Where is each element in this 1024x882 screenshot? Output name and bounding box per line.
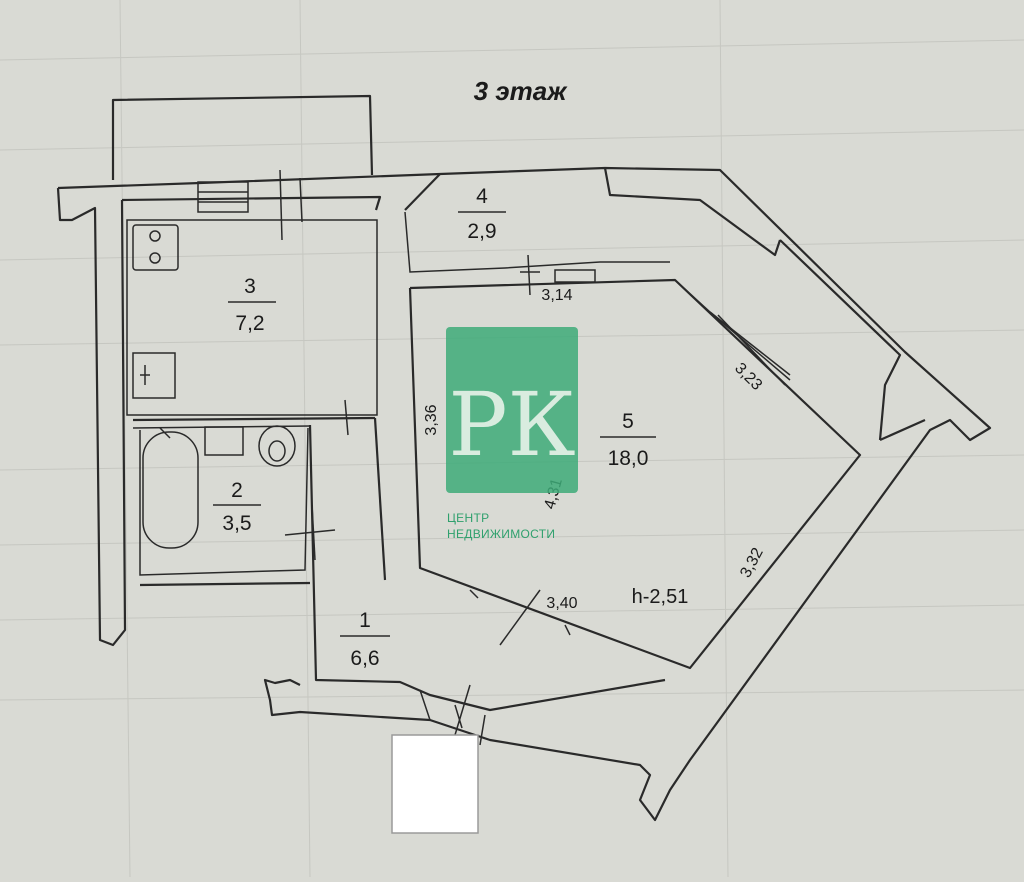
room-1-area: 6,6 (350, 647, 379, 670)
logo-badge (446, 327, 578, 493)
room-1-hallway (308, 417, 666, 746)
room-label-3: 3 7,2 (228, 275, 276, 335)
room-label-1: 1 6,6 (340, 609, 390, 670)
room-3-kitchen (126, 169, 378, 416)
room-label-4: 4 2,9 (458, 185, 506, 243)
blank-square (391, 734, 479, 834)
dimension-label: 3,36 (423, 404, 440, 435)
outer-walls (56, 166, 992, 822)
room-label-2: 2 3,5 (213, 479, 261, 535)
ceiling-height: h-2,51 (632, 586, 689, 608)
room-2-number: 2 (231, 479, 243, 502)
room-4 (404, 173, 670, 273)
dimension-label: 3,23 (731, 360, 765, 394)
floor-title: 3 этаж (474, 76, 569, 106)
logo-line-2: НЕДВИЖИМОСТИ (447, 527, 555, 541)
room-5-area: 18,0 (608, 447, 649, 470)
room-2-area: 3,5 (222, 512, 251, 535)
room-label-5: 5 18,0 (600, 410, 656, 470)
logo-line-1: ЦЕНТР (447, 511, 489, 525)
room-2-bathroom (132, 399, 376, 587)
logo-monogram: РК (448, 373, 575, 476)
room-1-number: 1 (359, 609, 371, 632)
room-3-number: 3 (244, 275, 256, 298)
dimension-label: 3,32 (737, 545, 767, 581)
room-3-area: 7,2 (235, 312, 264, 335)
watermark-logo: РК ЦЕНТР НЕДВИЖИМОСТИ (446, 327, 578, 541)
room-4-area: 2,9 (467, 220, 496, 243)
balcony-block (111, 94, 374, 180)
room-5-living (408, 254, 862, 670)
dimension-label: 3,14 (541, 287, 572, 304)
room-5-number: 5 (622, 410, 634, 433)
room-4-number: 4 (476, 185, 488, 208)
dimension-label: 3,40 (546, 595, 577, 612)
